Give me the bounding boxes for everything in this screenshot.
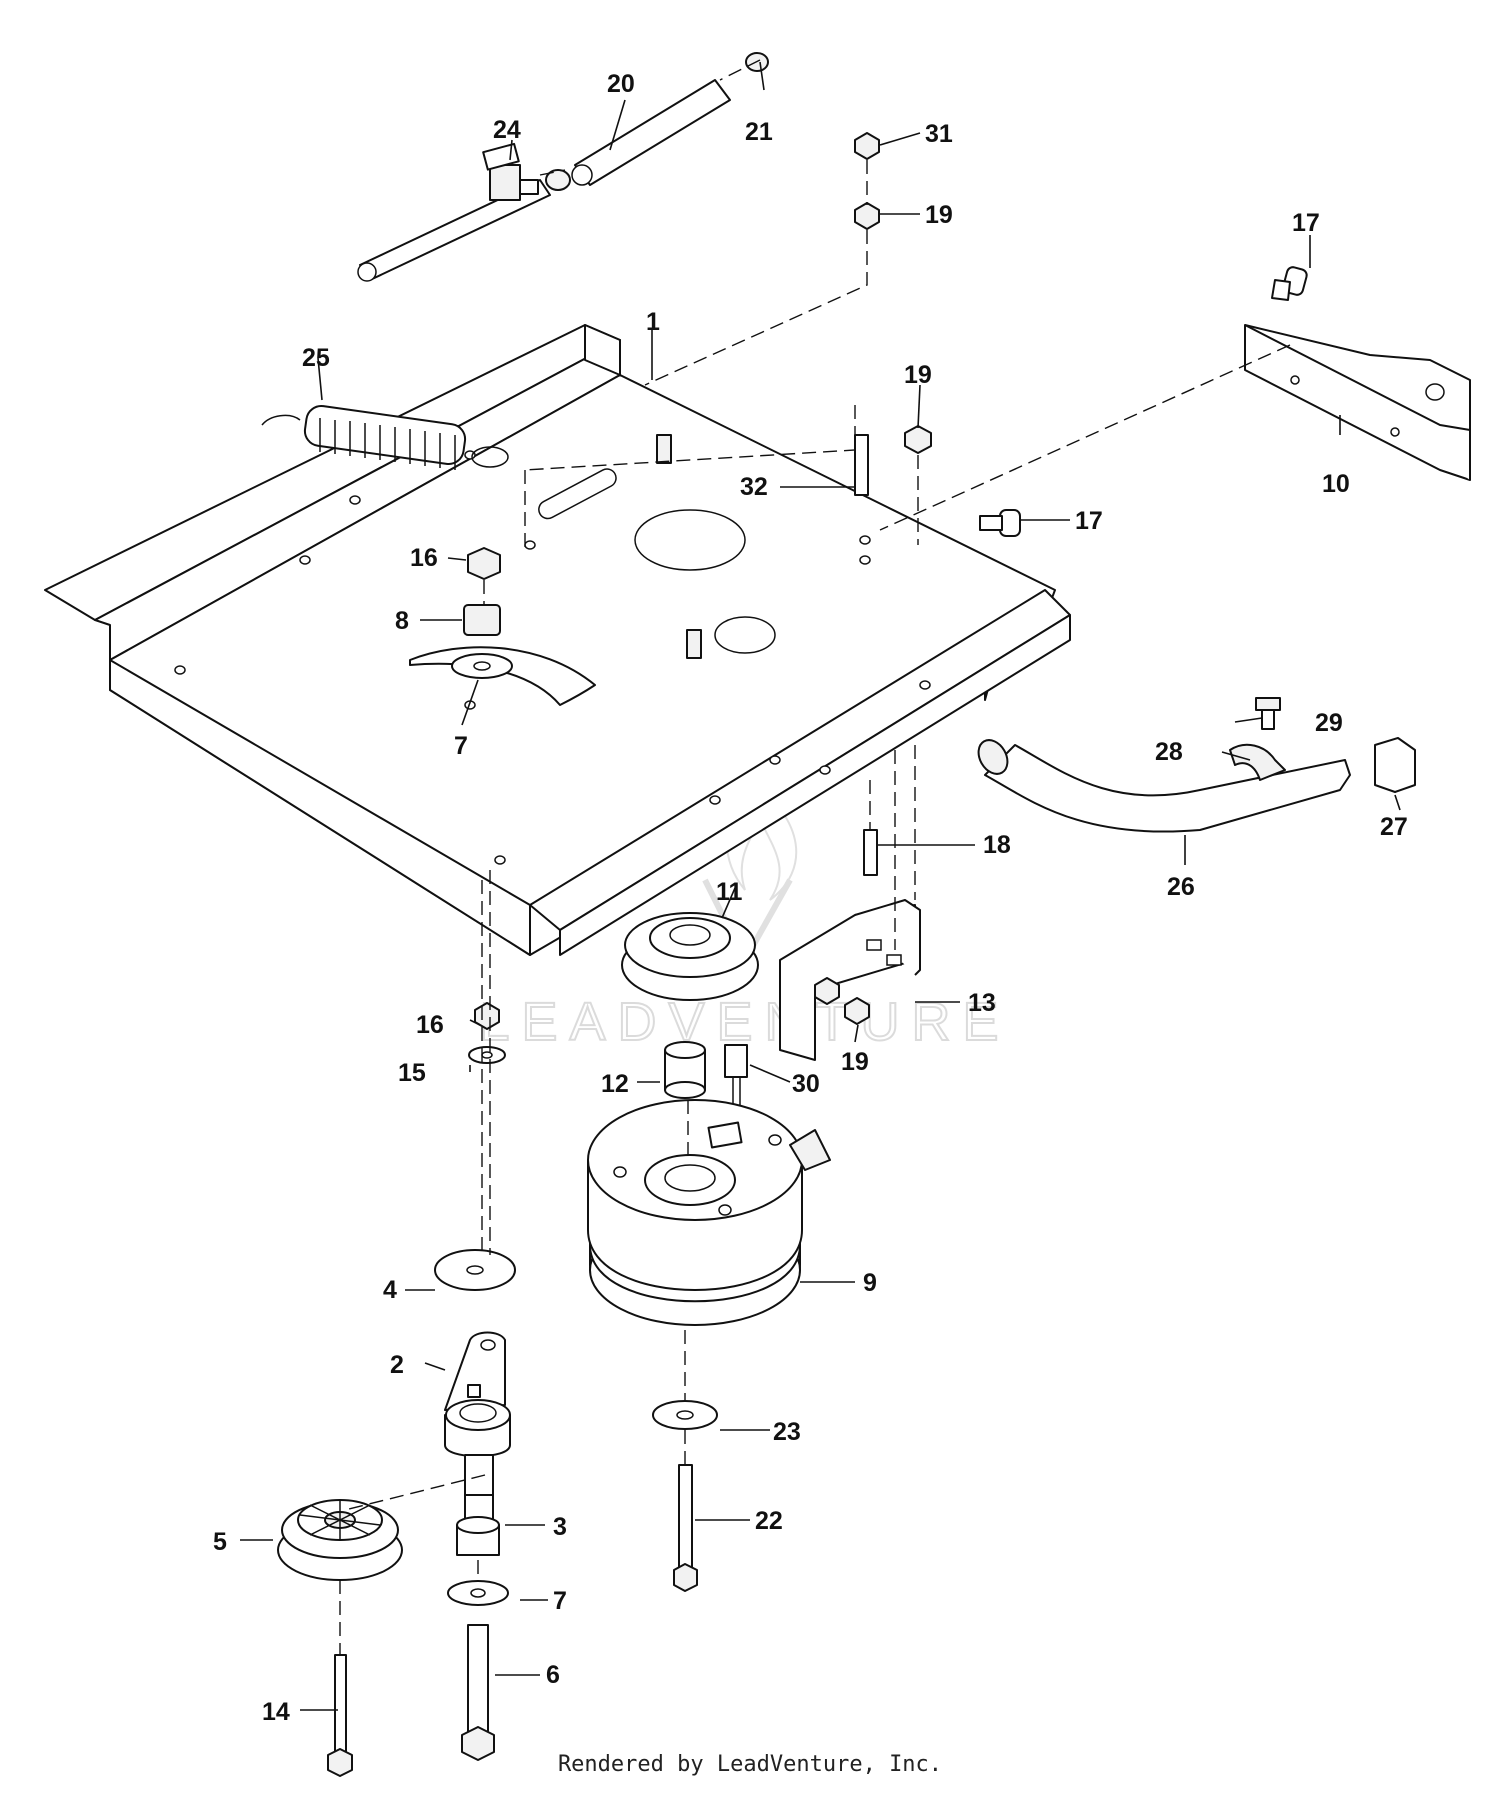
callout-19-mid: 19 (904, 361, 932, 389)
callout-1: 1 (646, 308, 660, 336)
callout-8: 8 (395, 607, 409, 635)
drive-pulley (621, 912, 759, 1001)
callout-21: 21 (745, 118, 773, 146)
callout-14: 14 (262, 1698, 290, 1726)
callout-23: 23 (773, 1418, 801, 1446)
callout-25: 25 (302, 344, 330, 372)
callout-28: 28 (1155, 738, 1183, 766)
brake-bracket (779, 899, 921, 1061)
callout-16-upper: 16 (410, 544, 438, 572)
callout-7-lower: 7 (553, 1587, 567, 1615)
callout-leaders (240, 61, 1401, 1711)
hose-assembly (977, 697, 1416, 833)
callout-labels: 1 2 3 4 5 6 7 7 8 9 10 11 12 13 14 15 16… (213, 70, 1408, 1726)
callout-5: 5 (213, 1528, 227, 1556)
sleeve-assembly (545, 52, 769, 191)
threaded-stud (854, 434, 869, 496)
callout-24: 24 (493, 116, 521, 144)
callout-20: 20 (607, 70, 635, 98)
idler-arm-stack (434, 1002, 516, 1761)
side-bracket (1244, 324, 1471, 481)
callout-10: 10 (1322, 470, 1350, 498)
callout-31: 31 (925, 120, 953, 148)
watermark-text: LEADVENTURE (479, 992, 1010, 1052)
hex-bolt (863, 829, 878, 876)
callout-15: 15 (398, 1059, 426, 1087)
callout-17-upper: 17 (1292, 209, 1320, 237)
electric-clutch (587, 1099, 831, 1326)
rendered-by-credit: Rendered by LeadVenture, Inc. (557, 1752, 943, 1777)
pivot-rod-assembly (357, 142, 551, 282)
assembly-lines (339, 59, 1291, 1655)
callout-3: 3 (553, 1513, 567, 1541)
clutch-spacer (664, 1041, 706, 1099)
callout-30: 30 (792, 1070, 820, 1098)
carriage-bolts (979, 266, 1308, 537)
callout-6: 6 (546, 1661, 560, 1689)
callout-26: 26 (1167, 873, 1195, 901)
callout-13: 13 (968, 989, 996, 1017)
callout-18: 18 (983, 831, 1011, 859)
callout-32: 32 (740, 473, 768, 501)
slot-fasteners (451, 547, 513, 679)
callout-19-lower: 19 (841, 1048, 869, 1076)
callout-27: 27 (1380, 813, 1408, 841)
callout-9: 9 (863, 1269, 877, 1297)
idler-pulley (277, 1499, 403, 1777)
callout-12: 12 (601, 1070, 629, 1098)
callout-17-lower: 17 (1075, 507, 1103, 535)
callout-4: 4 (383, 1276, 397, 1304)
tension-spring (261, 405, 509, 470)
callout-2: 2 (390, 1351, 404, 1379)
callout-19-top: 19 (925, 201, 953, 229)
callout-11: 11 (716, 878, 743, 906)
clutch-bolt-set (652, 1400, 718, 1592)
callout-22: 22 (755, 1507, 783, 1535)
mounting-plate (44, 324, 1071, 956)
callout-16-lower: 16 (416, 1011, 444, 1039)
callout-7-upper: 7 (454, 732, 468, 760)
callout-29: 29 (1315, 709, 1343, 737)
leadventure-watermark: LEADVENTURE (478, 778, 1010, 1053)
